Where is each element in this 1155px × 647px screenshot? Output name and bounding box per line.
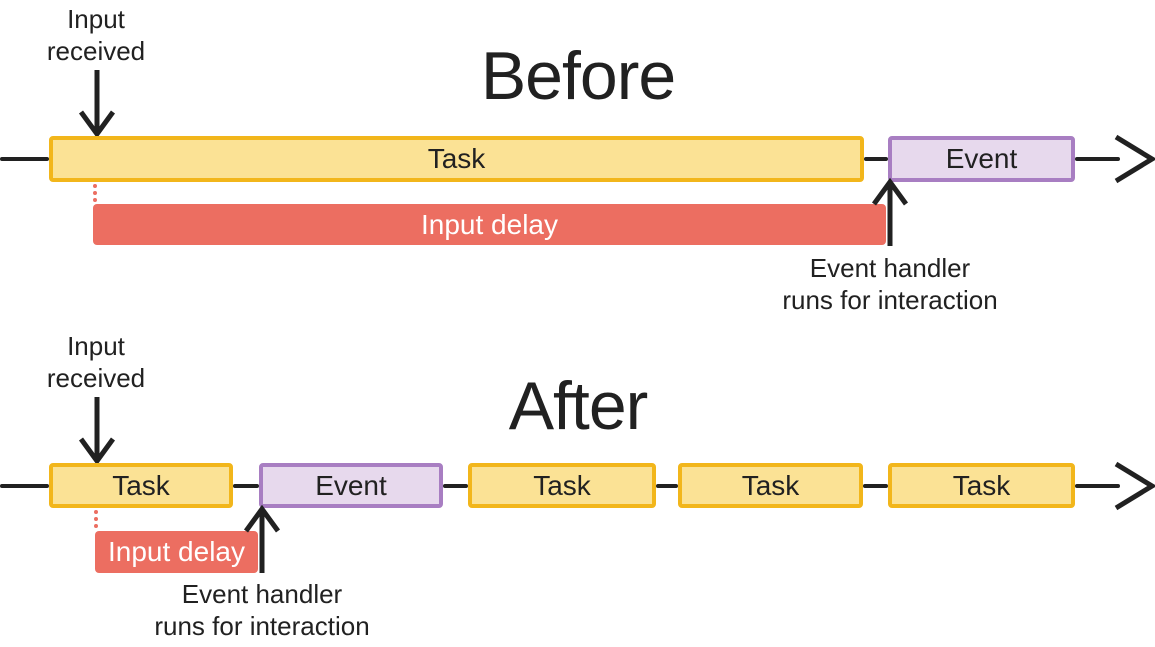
before-event-handler-line2: runs for interaction — [782, 285, 998, 315]
after-timeline-seg-4 — [863, 484, 888, 488]
before-event-box: Event — [888, 136, 1075, 182]
before-handler-arrow-up-icon — [871, 177, 909, 246]
after-task-box-3: Task — [678, 463, 863, 508]
before-timeline-mid — [864, 157, 888, 161]
before-timeline-arrow-right-icon — [1114, 134, 1155, 184]
after-event-handler-label: Event handler runs for interaction — [112, 578, 412, 642]
after-timeline-seg-3 — [656, 484, 678, 488]
before-input-delay-bar: Input delay — [93, 204, 886, 245]
before-input-point-dotted-line — [93, 184, 97, 202]
after-input-arrow-down-icon — [78, 397, 116, 466]
after-event-box: Event — [259, 463, 443, 508]
before-timeline-left — [0, 157, 49, 161]
before-event-handler-line1: Event handler — [809, 253, 971, 283]
after-timeline-seg-5 — [1075, 484, 1120, 488]
before-event-handler-label: Event handler runs for interaction — [740, 252, 1040, 316]
after-input-delay-bar: Input delay — [95, 531, 258, 573]
after-handler-arrow-up-icon — [243, 504, 281, 573]
after-title: After — [508, 368, 649, 444]
before-timeline-right — [1075, 157, 1120, 161]
after-task-box-2: Task — [468, 463, 656, 508]
before-input-received-label: Input received — [46, 4, 146, 66]
after-timeline-arrow-right-icon — [1114, 461, 1155, 511]
after-timeline-seg-0 — [0, 484, 49, 488]
after-timeline-seg-2 — [443, 484, 468, 488]
after-timeline-seg-1 — [233, 484, 259, 488]
after-input-received-label: Input received — [46, 331, 146, 393]
before-input-arrow-down-icon — [78, 70, 116, 139]
before-title: Before — [480, 38, 676, 114]
before-task-bar: Task — [49, 136, 864, 182]
after-task-box-1: Task — [49, 463, 233, 508]
after-event-handler-line1: Event handler — [181, 579, 343, 609]
after-input-point-dotted-line — [94, 510, 98, 528]
after-event-handler-line2: runs for interaction — [154, 611, 370, 641]
after-task-box-4: Task — [888, 463, 1075, 508]
